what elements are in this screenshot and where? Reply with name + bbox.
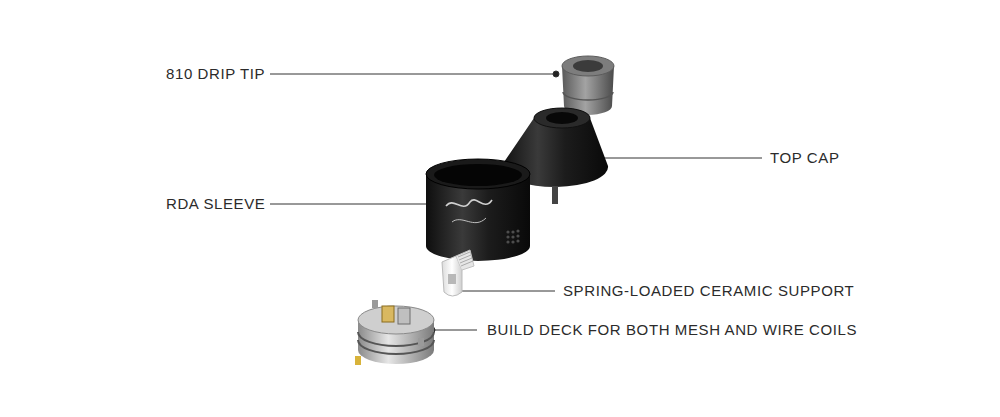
screw — [418, 338, 424, 346]
part-label: 810 DRIP TIP — [166, 65, 265, 83]
deck-grooves — [358, 332, 434, 354]
drip-tip-bore — [573, 60, 603, 72]
leader-line — [588, 158, 762, 159]
part-label: TOP CAP — [770, 149, 840, 167]
drip-tip-top — [562, 56, 614, 76]
gold-pin — [355, 356, 361, 365]
deck-post — [382, 306, 394, 322]
ceramic-slot — [448, 274, 456, 284]
part-label: SPRING-LOADED CERAMIC SUPPORT — [563, 282, 854, 300]
spring — [456, 250, 474, 270]
deck-post — [398, 308, 410, 324]
screw — [372, 300, 378, 308]
spring-coil — [458, 252, 473, 266]
leader-line — [433, 330, 477, 331]
sleeve-logo — [446, 200, 492, 206]
top-cap-pin — [552, 186, 558, 204]
drip-tip — [562, 56, 614, 115]
ceramic-support — [442, 250, 474, 296]
sleeve-top — [426, 159, 530, 189]
sleeve-logo — [452, 218, 486, 223]
leader-line — [270, 74, 555, 75]
rda-sleeve — [426, 159, 530, 261]
leader-dot — [553, 71, 559, 77]
sleeve-opening — [434, 164, 522, 186]
deck-top — [358, 306, 434, 334]
airflow-holes — [506, 229, 519, 243]
top-cap-bore — [546, 112, 578, 124]
build-deck — [355, 300, 434, 365]
part-label: BUILD DECK FOR BOTH MESH AND WIRE COILS — [487, 321, 857, 339]
top-cap-top — [534, 108, 590, 128]
leader-line — [450, 291, 555, 292]
leader-line — [270, 204, 430, 205]
part-label: RDA SLEEVE — [166, 195, 265, 213]
drip-tip-ring — [563, 92, 613, 100]
